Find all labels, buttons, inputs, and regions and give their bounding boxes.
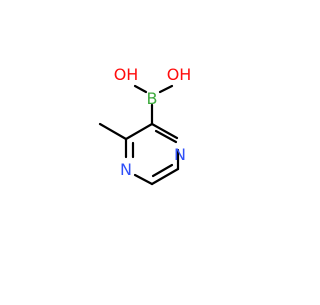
bond-b-o-right <box>158 84 174 94</box>
bond-c2-n-top <box>150 122 179 140</box>
bond-c5-c6-inner <box>151 163 174 178</box>
bond-c2-c3 <box>124 122 154 141</box>
bond-c2-n-top-inner <box>154 129 178 144</box>
bond-n-bottom-c5 <box>133 173 154 186</box>
boron-label: B <box>147 89 158 108</box>
hydroxyl-right-label: OH <box>167 65 192 84</box>
bond-b-o-left <box>133 84 148 94</box>
molecule-drawing: OH OH B N N <box>98 65 192 186</box>
bond-c3-methyl <box>98 122 128 141</box>
bond-c5-c6 <box>150 167 180 186</box>
bonds <box>98 84 180 186</box>
nitrogen-top-label: N <box>174 145 186 164</box>
structure-canvas: OH OH B N N <box>98 65 192 186</box>
nitrogen-bottom-label: N <box>120 160 132 179</box>
hydroxyl-left-label: OH <box>114 65 139 84</box>
